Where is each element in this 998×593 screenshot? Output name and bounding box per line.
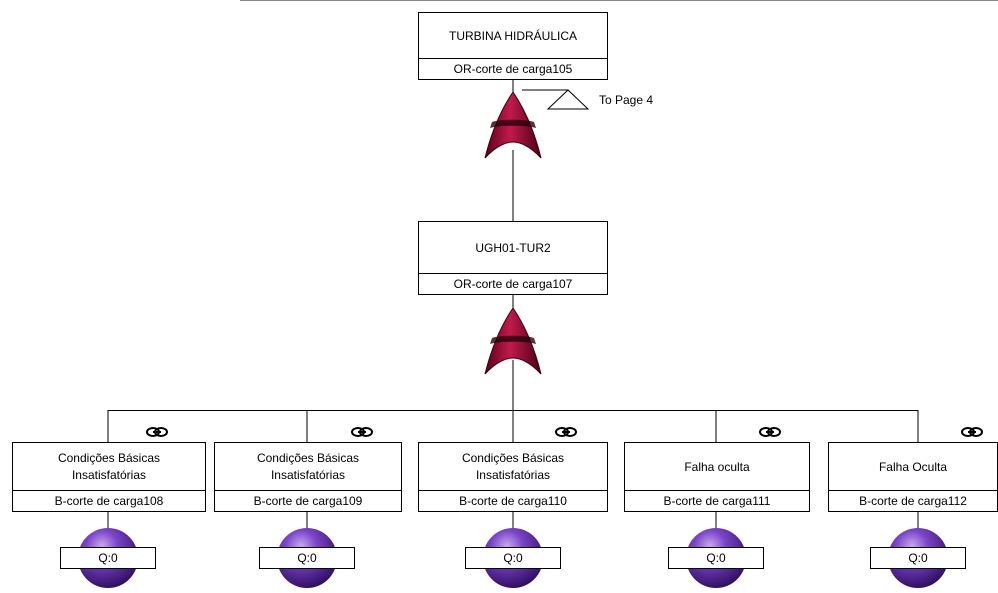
basic-event-label: B-corte de carga108: [13, 490, 205, 511]
basic-event-label: B-corte de carga111: [625, 490, 809, 511]
basic-event-title: Condições Básicas Insatisfatórias: [57, 451, 161, 482]
transfer-label[interactable]: To Page 4: [599, 93, 654, 107]
probability-box: Q:0: [259, 547, 355, 569]
basic-event-box[interactable]: Falha oculta B-corte de carga111: [624, 442, 810, 512]
basic-event-box[interactable]: Condições Básicas Insatisfatórias B-cort…: [418, 442, 608, 512]
link-icons: [146, 427, 983, 437]
probability-box: Q:0: [465, 547, 561, 569]
top-event-box[interactable]: TURBINA HIDRÁULICA OR-corte de carga105: [418, 12, 608, 80]
intermediate-event-gate-label: OR-corte de carga107: [419, 273, 607, 294]
basic-event-title: Condições Básicas Insatisfatórias: [256, 451, 360, 482]
basic-event-label: B-corte de carga109: [215, 490, 401, 511]
or-gate-top-icon[interactable]: [484, 91, 542, 159]
probability-box: Q:0: [60, 547, 156, 569]
basic-event-label: B-corte de carga112: [829, 490, 997, 511]
intermediate-event-title: UGH01-TUR2: [475, 240, 551, 255]
basic-event-box[interactable]: Condições Básicas Insatisfatórias B-cort…: [214, 442, 402, 512]
link-icon[interactable]: [351, 427, 373, 437]
probability-box: Q:0: [668, 547, 764, 569]
basic-event-title: Falha Oculta: [878, 459, 948, 474]
basic-event-label: B-corte de carga110: [419, 490, 607, 511]
connector-lines: [107, 80, 919, 442]
transfer-out-triangle-icon[interactable]: [546, 89, 590, 110]
probability-box: Q:0: [870, 547, 966, 569]
link-icon[interactable]: [961, 427, 983, 437]
basic-event-box[interactable]: Falha Oculta B-corte de carga112: [828, 442, 998, 512]
link-icon[interactable]: [146, 427, 168, 437]
intermediate-event-box[interactable]: UGH01-TUR2 OR-corte de carga107: [418, 221, 608, 295]
or-gate-intermediate-icon[interactable]: [484, 307, 542, 375]
link-icon[interactable]: [555, 427, 577, 437]
top-event-title: TURBINA HIDRÁULICA: [448, 28, 578, 43]
top-event-gate-label: OR-corte de carga105: [419, 58, 607, 79]
basic-event-box[interactable]: Condições Básicas Insatisfatórias B-cort…: [12, 442, 206, 512]
basic-event-title: Falha oculta: [684, 459, 750, 474]
link-icon[interactable]: [759, 427, 781, 437]
basic-event-title: Condições Básicas Insatisfatórias: [461, 451, 565, 482]
